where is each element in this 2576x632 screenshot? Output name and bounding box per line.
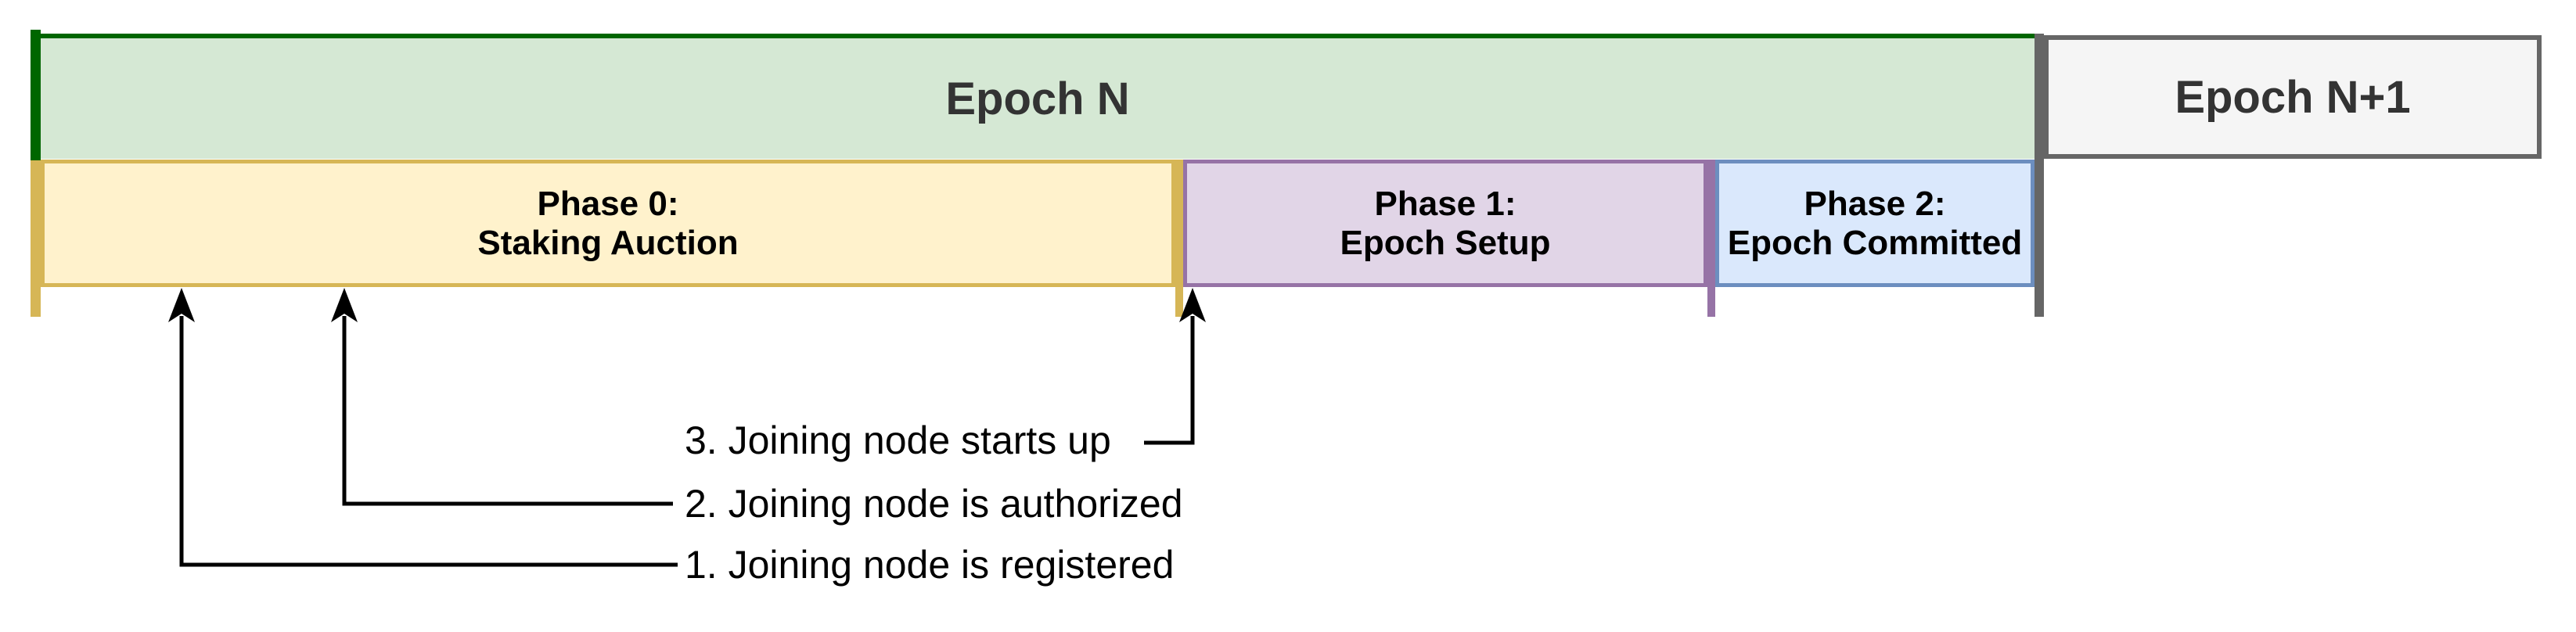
phase-0-phase-1-boundary-tick	[1175, 160, 1183, 317]
epoch-n1-band: Epoch N+1	[2044, 35, 2542, 159]
phase-0-label: Phase 0: Staking Auction	[477, 185, 738, 263]
phase-2-subtitle: Epoch Committed	[1727, 223, 2023, 262]
arrow-up-icon	[168, 288, 195, 322]
phase-1-title: Phase 1:	[1374, 184, 1516, 223]
phase-2-label: Phase 2: Epoch Committed	[1728, 185, 2022, 263]
arrow-up-icon	[331, 288, 358, 322]
epoch-n1-label: Epoch N+1	[2175, 71, 2411, 123]
phase-1-box: Phase 1: Epoch Setup	[1183, 160, 1707, 287]
arrow-registered	[168, 288, 678, 567]
arrow-up-icon	[1179, 288, 1206, 322]
annotation-registered: 1. Joining node is registered	[685, 543, 1175, 587]
phase-2-box: Phase 2: Epoch Committed	[1715, 160, 2035, 287]
phase-0-title: Phase 0:	[537, 184, 679, 223]
phase-0-start-tick	[31, 160, 41, 317]
phase-1-label: Phase 1: Epoch Setup	[1340, 185, 1551, 263]
phase-0-subtitle: Staking Auction	[477, 223, 739, 262]
epoch-n-label: Epoch N	[945, 73, 1130, 124]
arrow-authorized	[331, 288, 673, 506]
epoch-n-epoch-n1-boundary-tick	[2035, 34, 2044, 317]
phase-0-box: Phase 0: Staking Auction	[41, 160, 1175, 287]
phase-1-subtitle: Epoch Setup	[1340, 223, 1551, 262]
annotation-authorized: 2. Joining node is authorized	[685, 482, 1183, 526]
phase-2-title: Phase 2:	[1804, 184, 1946, 223]
annotation-starts-up: 3. Joining node starts up	[685, 418, 1111, 462]
phase-1-phase-2-boundary-tick	[1707, 160, 1715, 317]
epoch-n-band: Epoch N	[41, 34, 2035, 159]
epoch-n-start-tick	[31, 30, 41, 160]
